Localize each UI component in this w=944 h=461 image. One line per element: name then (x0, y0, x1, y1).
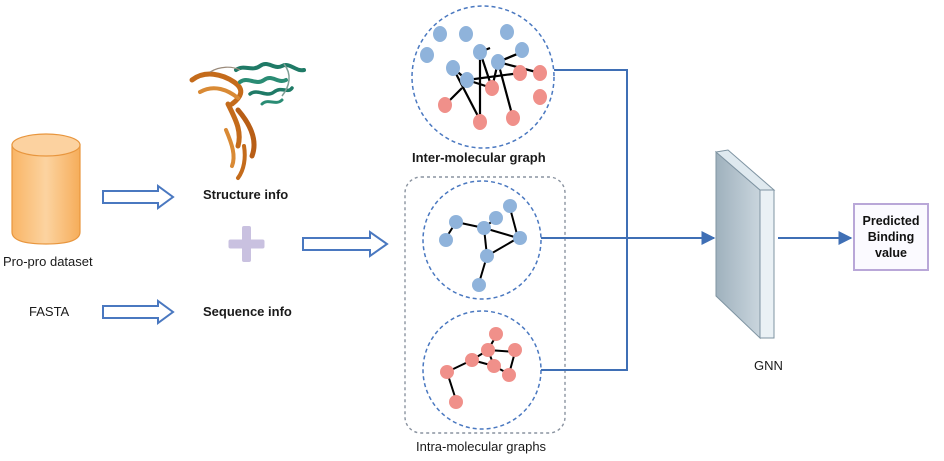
structure-info-label: Structure info (203, 187, 289, 202)
inter-molecular-graph (411, 5, 555, 149)
predicted-binding-value-box: Predicted Binding value (853, 203, 929, 271)
node (487, 359, 501, 373)
node (449, 395, 463, 409)
gnn-layer-icon (714, 149, 776, 340)
node (489, 211, 503, 225)
node (491, 54, 505, 70)
flow-connectors (541, 69, 853, 371)
node (500, 24, 514, 40)
predicted-line-3: value (875, 246, 907, 260)
node (472, 278, 486, 292)
node (480, 249, 494, 263)
node (503, 199, 517, 213)
plus-icon (228, 226, 265, 262)
node (439, 233, 453, 247)
node (481, 343, 495, 357)
hollow-arrow-dataset-to-structure (102, 184, 175, 210)
gnn-label: GNN (754, 358, 783, 373)
node (446, 60, 460, 76)
protein-structure-icon (189, 62, 306, 180)
hollow-arrow-info-to-graphs (302, 230, 389, 258)
node (473, 44, 487, 60)
hollow-arrow-fasta-to-sequence (102, 299, 175, 325)
predicted-line-1: Predicted (862, 214, 920, 228)
node (459, 26, 473, 42)
node (533, 89, 547, 105)
node (533, 65, 547, 81)
node (485, 80, 499, 96)
sequence-info-label: Sequence info (203, 304, 292, 319)
inter-molecular-label: Inter-molecular graph (412, 150, 546, 165)
fasta-label: FASTA (29, 304, 70, 319)
node (438, 97, 452, 113)
database-cylinder-icon (11, 133, 81, 245)
node (513, 65, 527, 81)
node (420, 47, 434, 63)
node (460, 72, 474, 88)
node (506, 110, 520, 126)
node (449, 215, 463, 229)
node (513, 231, 527, 245)
node (489, 327, 503, 341)
node (502, 368, 516, 382)
dataset-label: Pro-pro dataset (3, 254, 93, 269)
node (465, 353, 479, 367)
intra-molecular-graph-blue (422, 180, 542, 300)
node (473, 114, 487, 130)
node (433, 26, 447, 42)
intra-molecular-label: Intra-molecular graphs (416, 439, 547, 454)
predicted-line-2: Binding (867, 230, 915, 244)
intra-molecular-graph-red (422, 310, 542, 430)
node (440, 365, 454, 379)
intra-molecular-container (404, 176, 566, 434)
node (515, 42, 529, 58)
node (508, 343, 522, 357)
node (477, 221, 491, 235)
